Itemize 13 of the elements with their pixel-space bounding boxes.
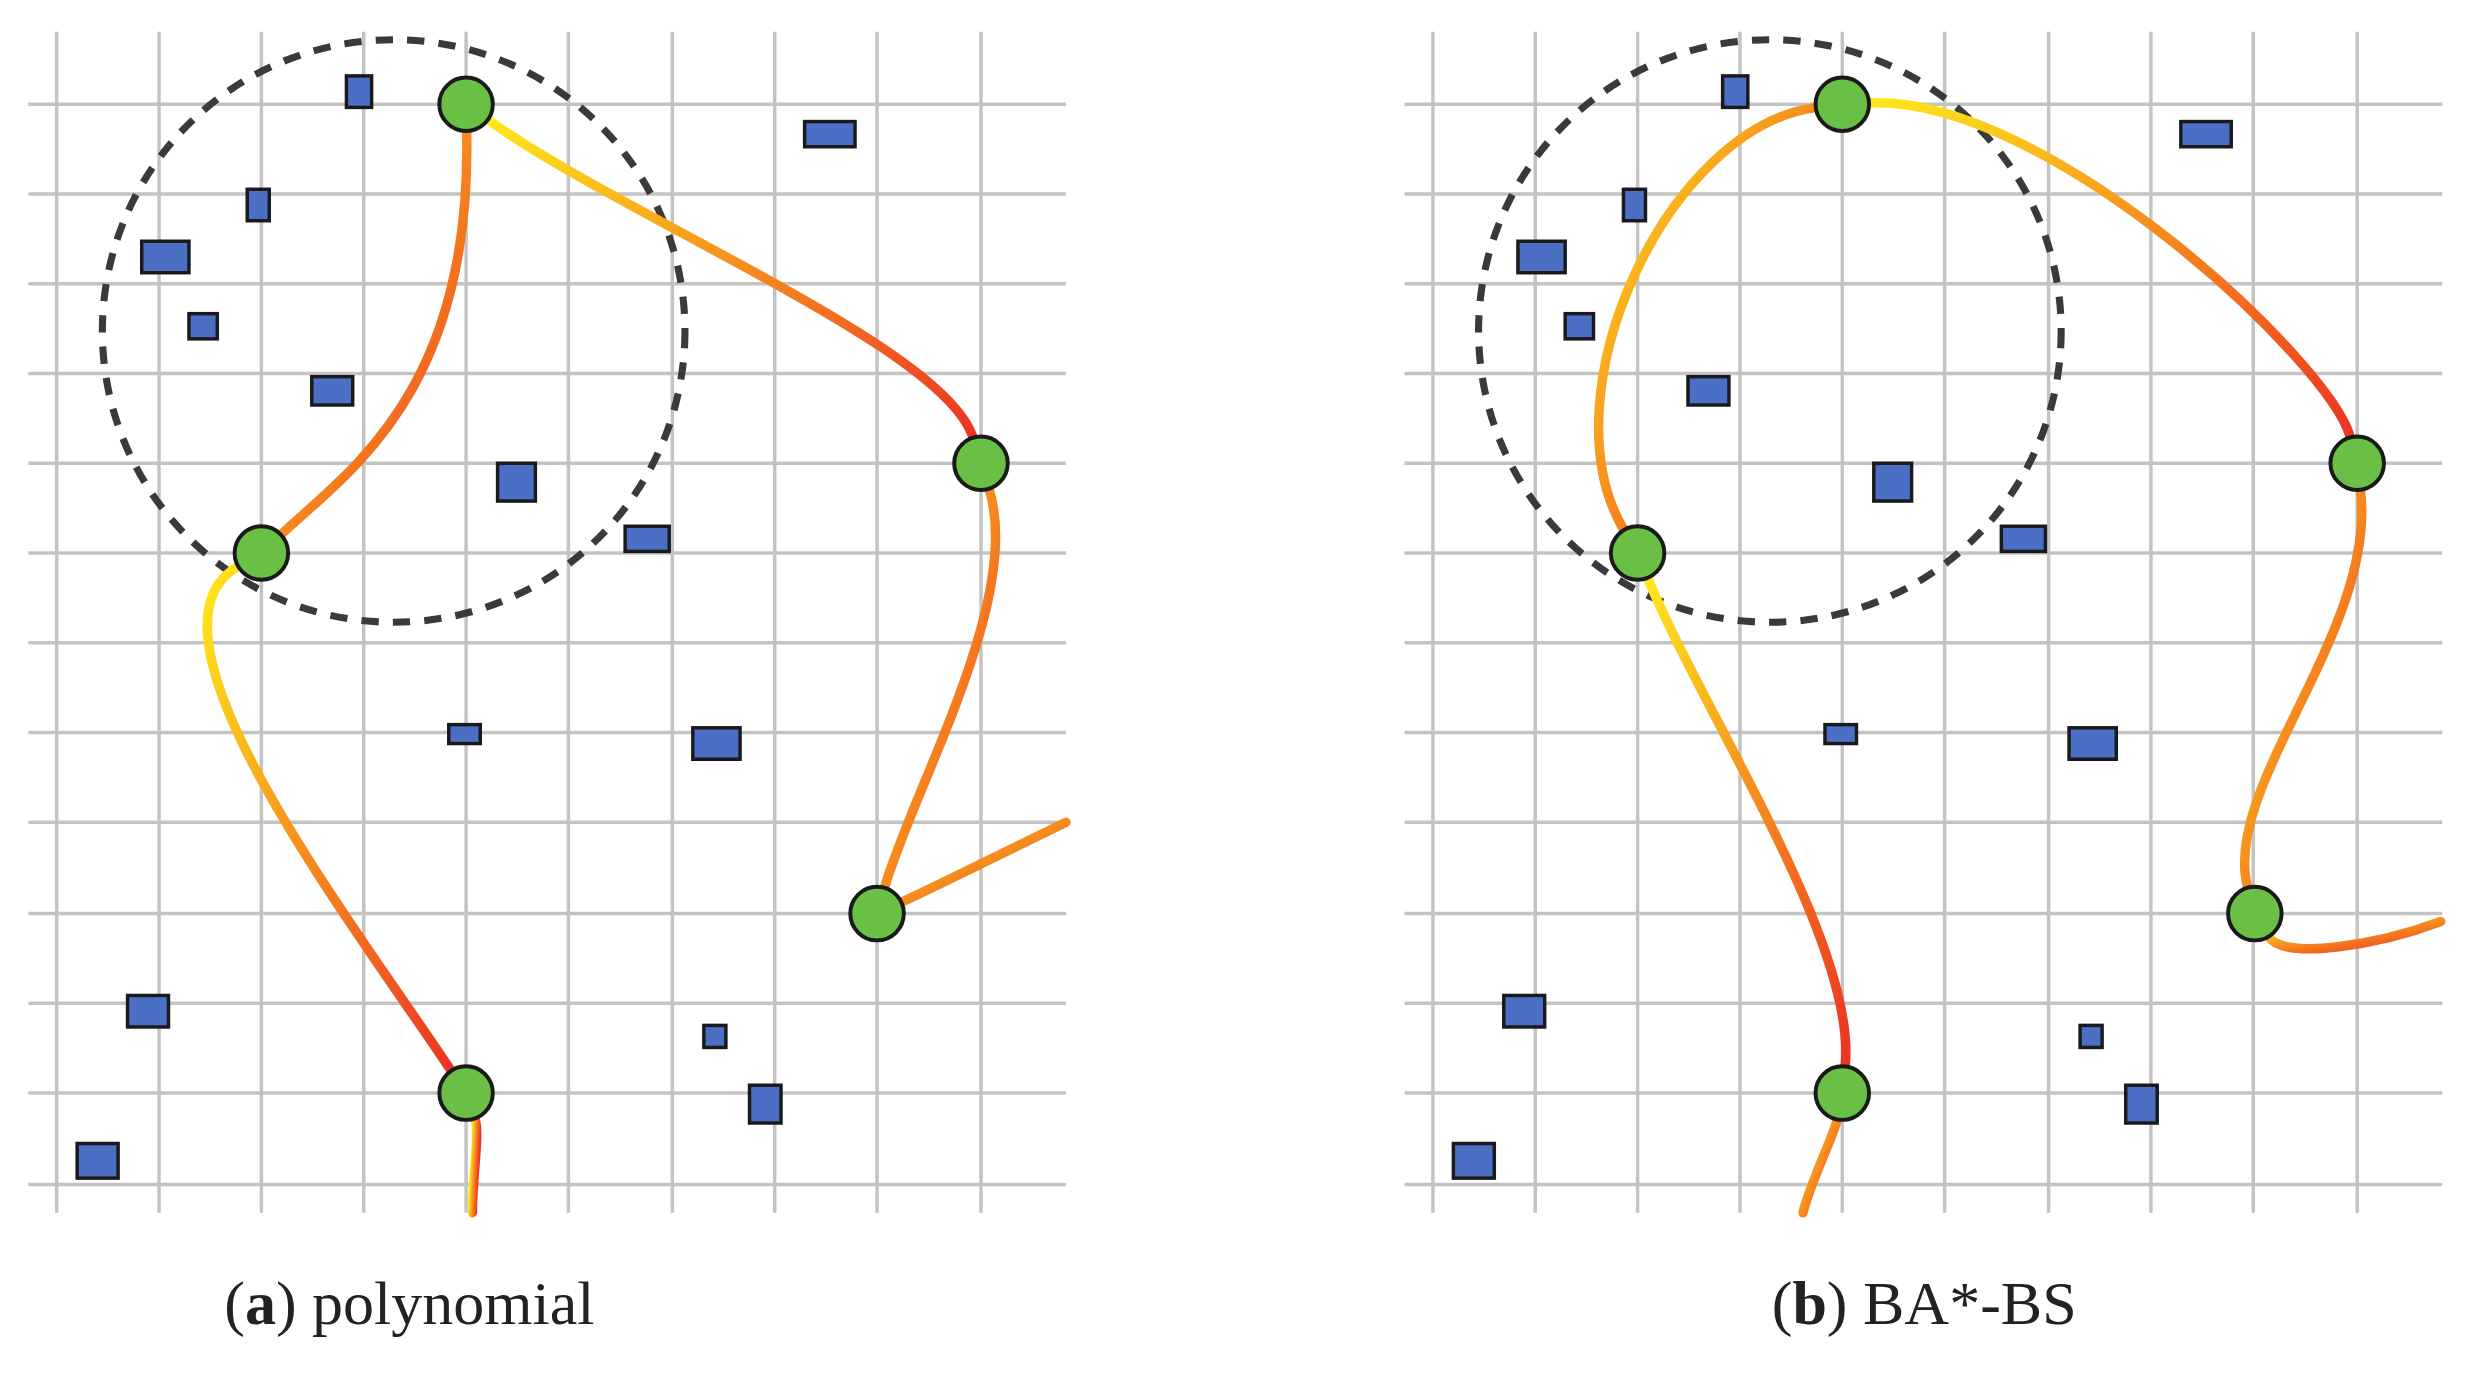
path-curve (2263, 916, 2446, 954)
waypoint-node (437, 1064, 495, 1122)
waypoint-node (952, 434, 1010, 492)
waypoint-node (1608, 524, 1667, 582)
waypoint-node (2328, 434, 2386, 492)
waypoint-node (848, 884, 906, 943)
waypoint-node (437, 75, 495, 133)
waypoint-node (1813, 1064, 1872, 1122)
waypoint-node (1813, 75, 1872, 133)
waypoint-node (2226, 884, 2284, 943)
panel-caption: (b) BA*-BS (1771, 1267, 2077, 1339)
waypoint-node (232, 524, 291, 582)
panel-caption: (a) polynomial (224, 1267, 595, 1339)
